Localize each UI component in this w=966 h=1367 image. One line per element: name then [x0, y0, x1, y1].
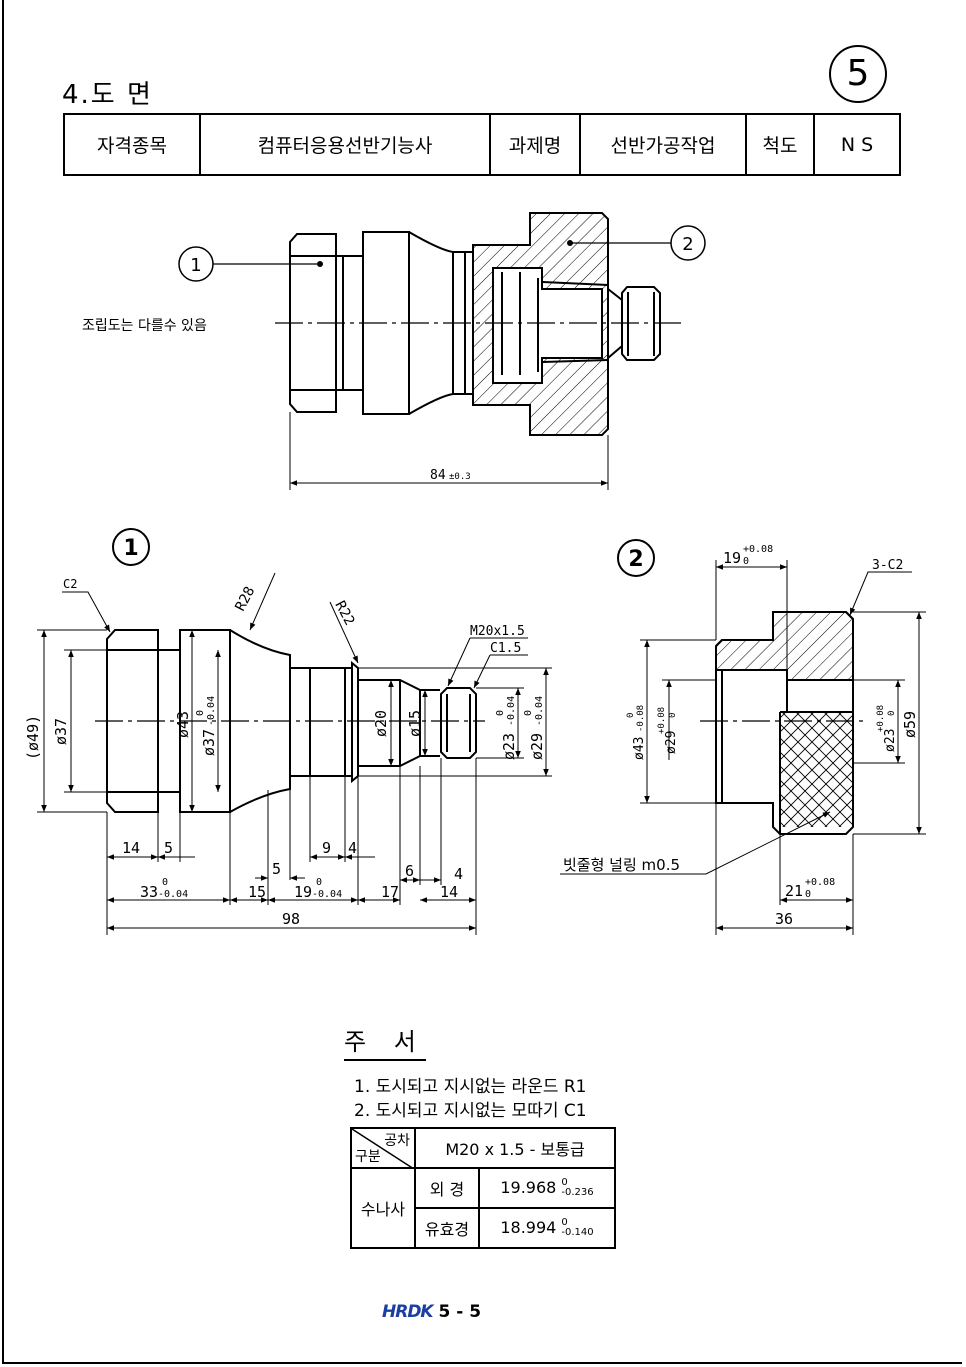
- footer: HRDK 5 - 5: [382, 1302, 481, 1322]
- tolerance-table: 공차 구분 M20 x 1.5 - 보통급 수나사 외 경 19.968 0-0…: [350, 1127, 616, 1249]
- part2-dia-23-up: +0.08: [876, 705, 886, 732]
- value-scale: N S: [813, 113, 901, 176]
- part2-dia-43-up: 0: [626, 713, 636, 718]
- tolerance-row-group: 수나사: [350, 1167, 416, 1249]
- assembly-part2-section: [472, 212, 609, 436]
- assembly-length-84: 84: [430, 468, 446, 483]
- assembly-callout-2: 2: [682, 234, 693, 255]
- page-number-circle: 5: [829, 45, 887, 103]
- part1-len-5a: 5: [164, 839, 173, 857]
- tolerance-row-label: 유효경: [414, 1207, 480, 1249]
- part1-leaders: [62, 572, 528, 688]
- part1-len-33-lo: -0.04: [158, 889, 188, 900]
- tolerance-corner-top: 공차: [384, 1133, 410, 1149]
- part1-thread: M20x1.5: [470, 624, 525, 639]
- tolerance-row-value: 18.994 0-0.140: [478, 1207, 616, 1249]
- part1-len-19-lo: -0.04: [312, 889, 342, 900]
- part1-dia-15: ø15: [406, 710, 424, 737]
- assembly-callout-1: 1: [190, 255, 201, 276]
- part1-chamfer-c2: C2: [63, 577, 77, 591]
- part1-dia-29: ø29: [528, 733, 546, 760]
- part2-chamfer: 3-C2: [872, 558, 903, 573]
- notes-title: 주 서: [344, 1022, 426, 1061]
- part2-dia-29-lo: 0: [668, 713, 678, 718]
- part1-dia-43: ø43: [174, 711, 192, 738]
- part1-len-33: 33: [140, 883, 158, 901]
- part1-len-4b: 4: [454, 865, 463, 883]
- label-task: 과제명: [489, 113, 581, 176]
- part1-dia-29-lo: -0.04: [534, 696, 545, 726]
- part1-dia-20: ø20: [372, 710, 390, 737]
- tolerance-row-label: 외 경: [414, 1167, 480, 1209]
- part1-radius-r28: R28: [232, 584, 258, 614]
- label-scale: 척도: [745, 113, 815, 176]
- part2-dia-23-lo: 0: [887, 711, 897, 716]
- part2-label-circle: [617, 539, 655, 577]
- part1-len-5b: 5: [272, 860, 281, 878]
- tolerance-corner-bottom: 구분: [355, 1149, 381, 1165]
- tolerance-row-value: 19.968 0-0.236: [478, 1167, 616, 1209]
- part1-len-17: 17: [381, 883, 399, 901]
- part2-knurl-note: 빗줄형 널링 m0.5: [563, 856, 680, 874]
- part2-len-21: 21: [785, 882, 803, 900]
- assembly-length-tol: ±0.3: [449, 472, 471, 482]
- part2-len-19: 19: [723, 549, 741, 567]
- part2-dia-59: ø59: [901, 711, 919, 738]
- part2-label: 2: [628, 547, 643, 572]
- part1-len-15: 15: [248, 883, 266, 901]
- tolerance-header: M20 x 1.5 - 보통급: [414, 1127, 616, 1169]
- part2-view: [715, 611, 854, 835]
- part2-len-21-up: +0.08: [805, 877, 835, 888]
- note-item: 1. 도시되고 지시없는 라운드 R1: [354, 1077, 587, 1097]
- part2-dia-43: ø43: [632, 737, 647, 760]
- part1-dia-23-lo: -0.04: [506, 696, 517, 726]
- value-task: 선반가공작업: [579, 113, 747, 176]
- part1-len-4a: 4: [348, 839, 357, 857]
- part1-len-98: 98: [282, 910, 300, 928]
- part1-len-33-up: 0: [162, 877, 168, 888]
- part1-len-19: 19: [294, 883, 312, 901]
- part1-label: 1: [123, 536, 138, 561]
- section-title: 4.도 면: [62, 80, 153, 110]
- part1-len-6: 6: [405, 862, 414, 880]
- part1-dia-23: ø23: [500, 733, 518, 760]
- footer-logo: HRDK: [382, 1302, 434, 1322]
- assembly-note: 조립도는 다를수 있음: [82, 318, 207, 334]
- part2-dia-29-up: +0.08: [657, 707, 667, 734]
- part1-dia-37-tol: ø37: [200, 729, 218, 756]
- part1-dia-37-up: 0: [195, 710, 206, 716]
- part1-len-9: 9: [322, 839, 331, 857]
- title-block-table: 자격종목 컴퓨터응용선반기능사 과제명 선반가공작업 척도 N S: [63, 113, 901, 176]
- part2-len-21-lo: 0: [805, 889, 811, 900]
- assembly-part1-outline: [289, 233, 337, 413]
- part1-label-circle: [112, 528, 150, 566]
- value-qualification: 컴퓨터응용선반기능사: [199, 113, 491, 176]
- part1-dia-37: ø37: [52, 718, 70, 745]
- label-qualification: 자격종목: [63, 113, 201, 176]
- part2-len-19-up: +0.08: [743, 544, 773, 555]
- part1-dia-37-lo: -0.04: [206, 696, 217, 726]
- part2-len-36: 36: [775, 910, 793, 928]
- part2-dia-29: ø29: [664, 731, 679, 754]
- part2-len-19-lo: 0: [743, 556, 749, 567]
- part1-dia-29-up: 0: [523, 710, 534, 716]
- note-item: 2. 도시되고 지시없는 모따기 C1: [354, 1101, 587, 1121]
- part1-dia-49: (ø49): [24, 715, 42, 760]
- tolerance-corner-cell: 공차 구분: [350, 1127, 416, 1169]
- assembly-view: [289, 212, 661, 436]
- footer-page: 5 - 5: [438, 1302, 482, 1322]
- part1-chamfer-c15: C1.5: [490, 641, 521, 656]
- part1-len-19-up: 0: [316, 877, 322, 888]
- part1-dia-23-up: 0: [495, 710, 506, 716]
- part2-dia-43-lo: -0.08: [636, 705, 646, 732]
- part2-dia-23: ø23: [883, 729, 898, 752]
- part1-len-14b: 14: [440, 883, 458, 901]
- part1-len-14a: 14: [122, 839, 140, 857]
